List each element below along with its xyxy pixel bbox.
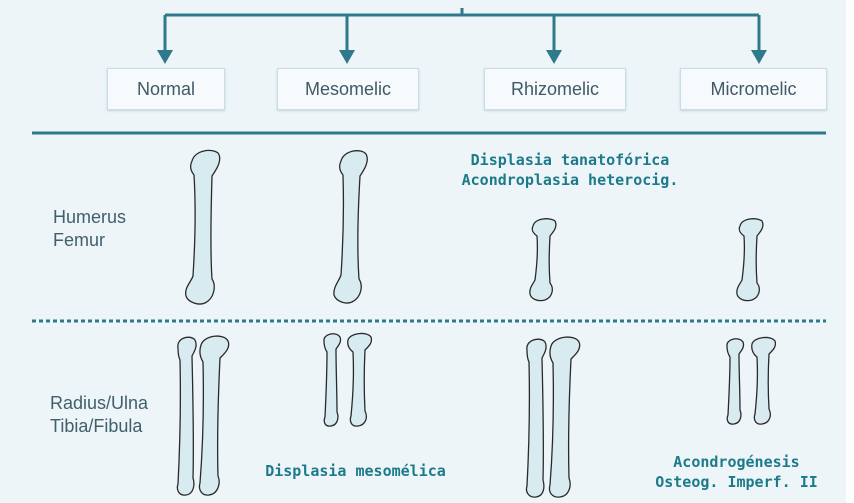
row-label-tibia-fibula: Tibia/Fibula [50, 415, 148, 438]
category-box-rhizomelic: Rhizomelic [484, 68, 626, 110]
ulna-rhizomelic-bone [549, 337, 579, 497]
annotation-mesomelic: Displasia mesomélica [248, 461, 463, 481]
arrowheads [157, 50, 767, 64]
arrowhead-mesomelic [339, 50, 355, 64]
category-box-micromelic: Micromelic [680, 68, 827, 110]
radius-mesomelic-bone [324, 334, 341, 426]
radius-normal-bone [177, 337, 196, 495]
row-label-radius-ulna: Radius/Ulna [50, 392, 148, 415]
humerus-mesomelic-bone [334, 151, 367, 303]
humerus-normal-bone [186, 150, 220, 304]
annotation-acondrogenesis: Acondrogénesis [634, 452, 839, 472]
ulna-mesomelic-bone [348, 333, 372, 426]
category-box-normal: Normal [107, 68, 225, 110]
arrowhead-rhizomelic [546, 50, 562, 64]
category-label-mesomelic: Mesomelic [305, 79, 391, 100]
radius-micromelic-bone [727, 339, 744, 424]
category-label-micromelic: Micromelic [710, 79, 796, 100]
row-label-humerus: Humerus [53, 206, 126, 229]
ulna-micromelic-bone [752, 337, 776, 424]
category-label-rhizomelic: Rhizomelic [511, 79, 599, 100]
connector-tree [165, 8, 759, 56]
row-label-lower: Radius/Ulna Tibia/Fibula [50, 392, 148, 438]
radius-rhizomelic-bone [526, 339, 546, 497]
humerus-micromelic-bone [737, 219, 763, 301]
ulna-normal-bone [199, 336, 228, 495]
annotation-rhizomelic: Displasia tanatofórica Acondroplasia het… [430, 150, 710, 190]
arrowhead-micromelic [751, 50, 767, 64]
row-label-upper: Humerus Femur [53, 206, 126, 252]
category-box-mesomelic: Mesomelic [277, 68, 419, 110]
annotation-displasia-tanatoforica: Displasia tanatofórica [430, 150, 710, 170]
row-label-femur: Femur [53, 229, 126, 252]
arrowhead-normal [157, 50, 173, 64]
annotation-osteog-imperf-ii: Osteog. Imperf. II [634, 472, 839, 492]
humerus-rhizomelic-bone [530, 219, 556, 301]
annotation-micromelic: Acondrogénesis Osteog. Imperf. II [634, 452, 839, 492]
annotation-acondroplasia-heterocig: Acondroplasia heterocig. [430, 170, 710, 190]
category-label-normal: Normal [137, 79, 195, 100]
